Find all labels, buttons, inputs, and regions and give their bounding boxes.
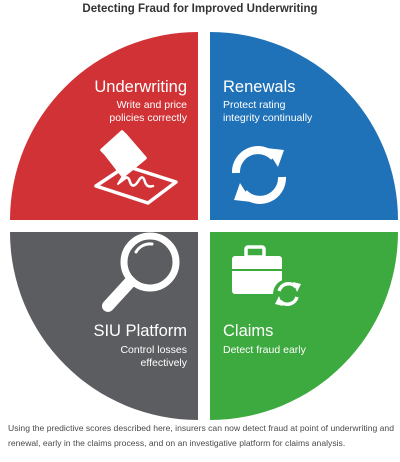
refresh-arrows-icon <box>232 146 286 204</box>
briefcase-refresh-icon <box>232 245 303 309</box>
renewals-title: Renewals <box>223 78 295 96</box>
claims-title: Claims <box>223 322 273 340</box>
siu-platform-subtitle-line1: Control losses <box>120 344 187 356</box>
caption-text: Using the predictive scores described he… <box>8 423 394 448</box>
quadrant-renewals <box>210 32 398 220</box>
siu-platform-title: SIU Platform <box>93 322 187 340</box>
underwriting-title: Underwriting <box>94 78 187 96</box>
magnifying-glass-icon <box>102 232 180 312</box>
renewals-subtitle-line1: Protect rating <box>223 99 286 111</box>
fraud-quadrant-diagram: Underwriting Write and price policies co… <box>10 32 398 420</box>
quadrant-siu-platform <box>10 232 198 420</box>
pen-signing-icon <box>94 130 178 205</box>
quadrant-underwriting <box>10 32 198 220</box>
siu-platform-subtitle-line2: effectively <box>141 357 188 369</box>
renewals-subtitle-line2: integrity continually <box>223 112 313 124</box>
underwriting-subtitle-line1: Write and price <box>117 99 188 111</box>
underwriting-subtitle-line2: policies correctly <box>109 112 187 124</box>
page-title: Detecting Fraud for Improved Underwritin… <box>82 3 318 15</box>
claims-subtitle-line1: Detect fraud early <box>223 344 307 356</box>
